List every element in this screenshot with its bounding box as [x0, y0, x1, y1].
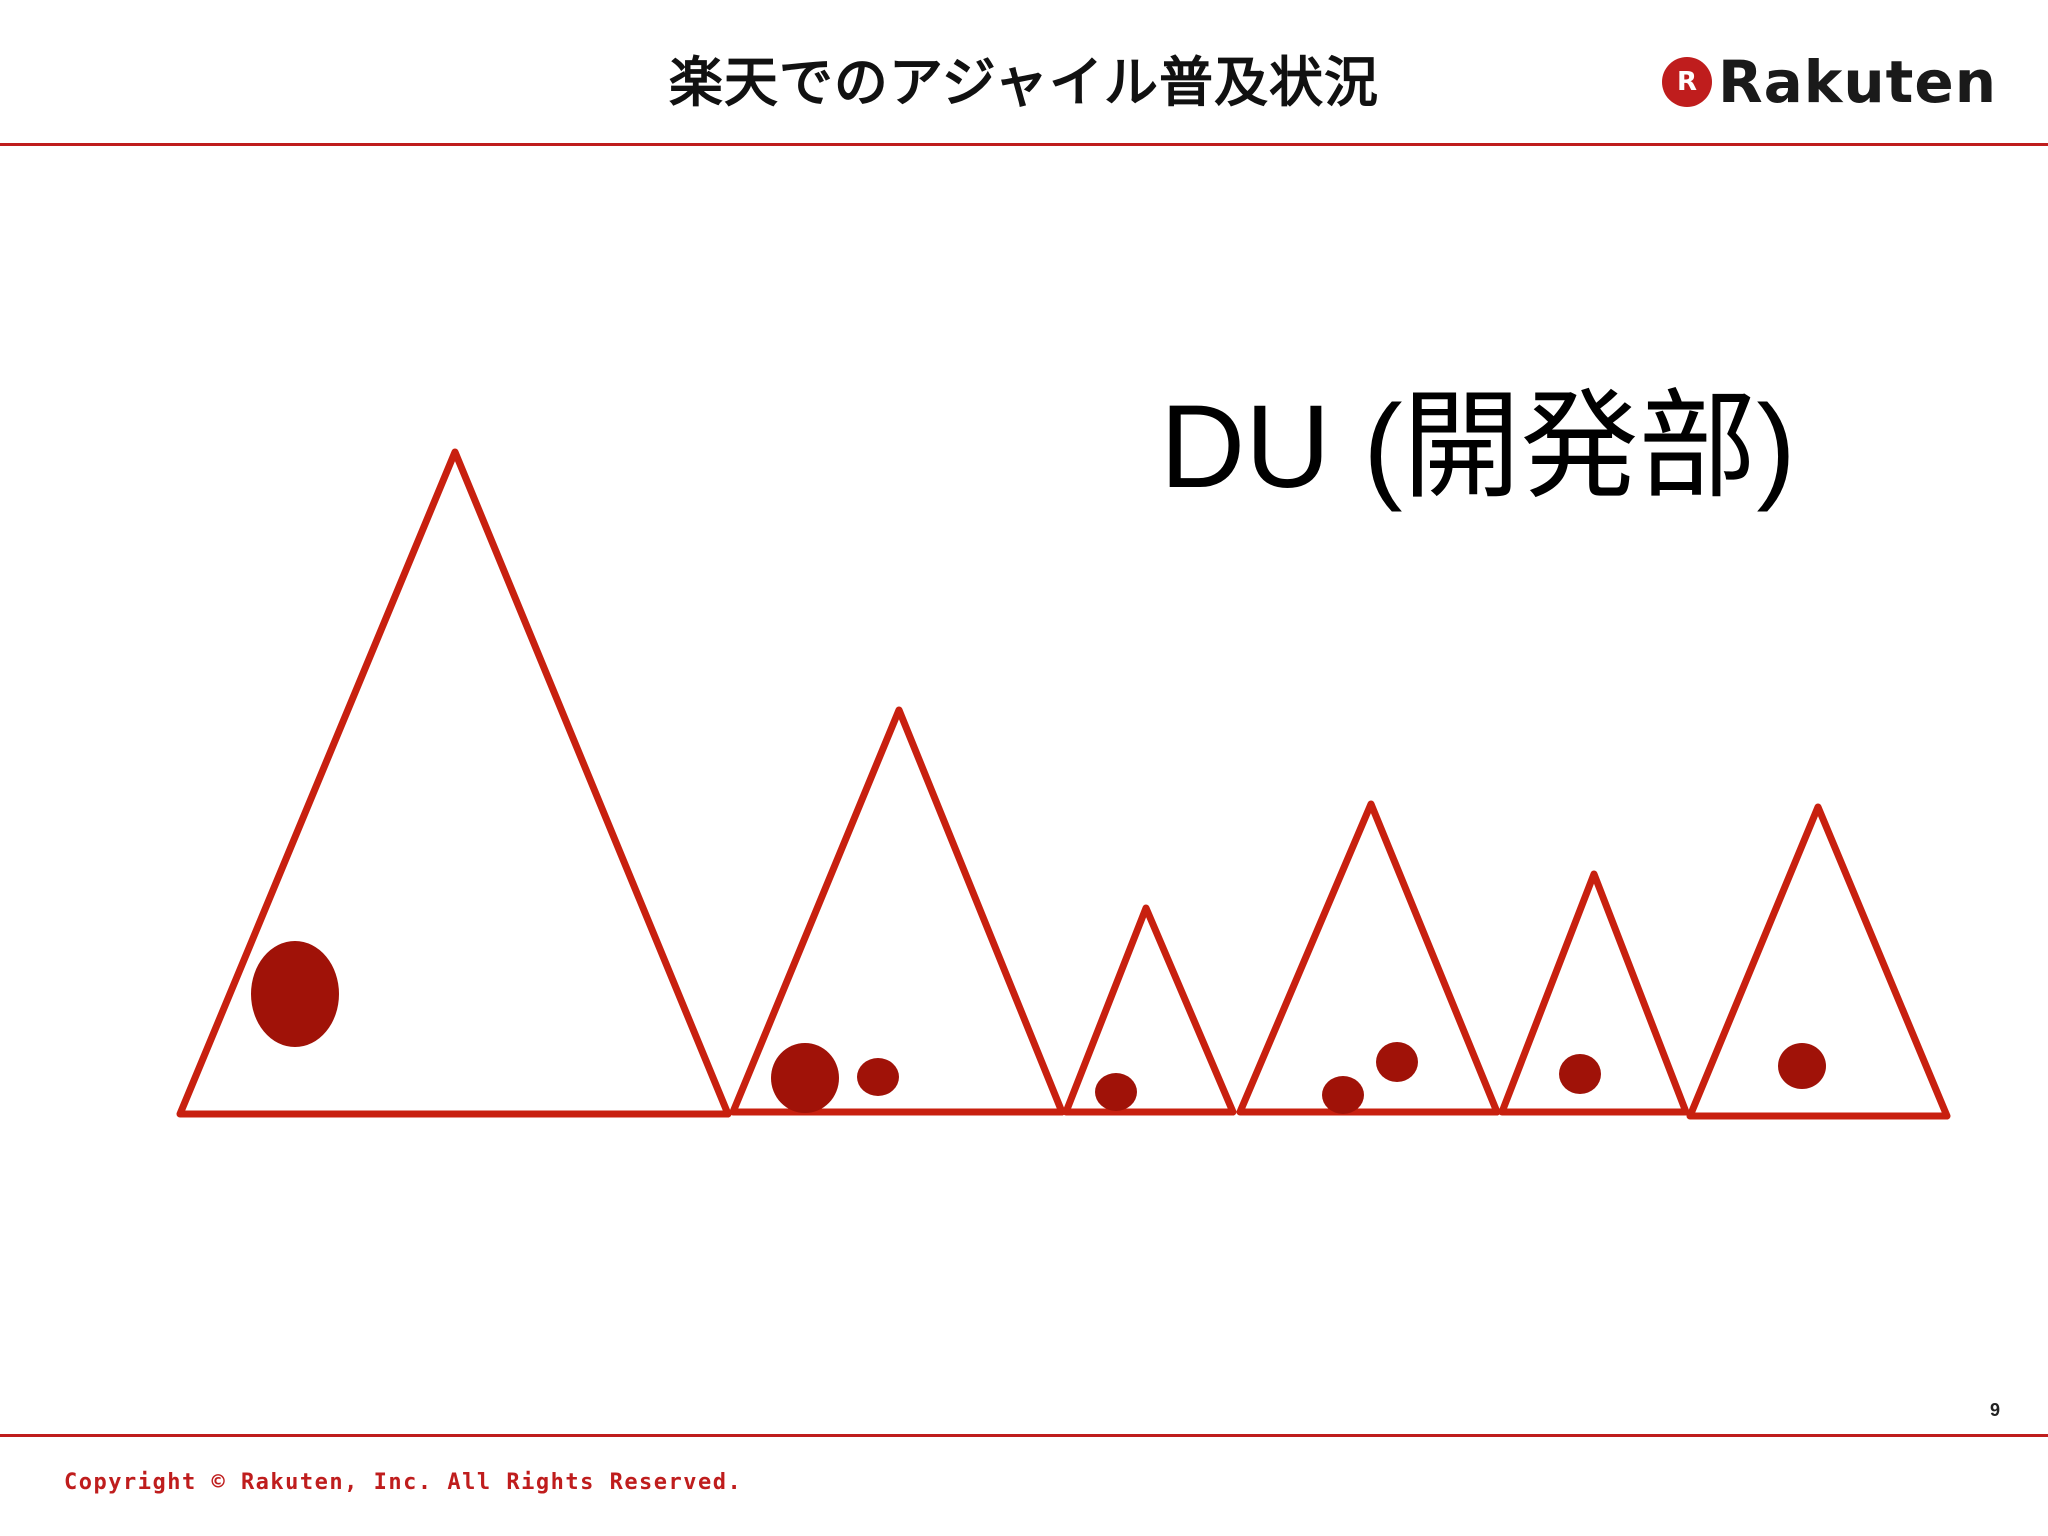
dot-1	[251, 941, 339, 1047]
footer-divider	[0, 1434, 2048, 1437]
logo-wordmark: Rakuten	[1718, 48, 1998, 116]
triangle-1	[176, 448, 732, 1118]
dot-3	[857, 1058, 899, 1096]
dot-8	[1778, 1043, 1826, 1089]
triangle-2	[729, 706, 1066, 1116]
dot-2	[771, 1043, 839, 1113]
page-number: 9	[1989, 1400, 2000, 1420]
triangle-6	[1686, 803, 1951, 1120]
dot-6	[1376, 1042, 1418, 1082]
copyright-notice: Copyright © Rakuten, Inc. All Rights Res…	[64, 1470, 743, 1495]
slide-title: 楽天でのアジャイル普及状況	[668, 51, 1380, 114]
dot-4	[1095, 1073, 1137, 1111]
triangle-3	[1062, 904, 1237, 1116]
triangle-4	[1236, 800, 1501, 1116]
diagram-label: DU (開発部)	[1160, 381, 1796, 513]
dot-7	[1559, 1054, 1601, 1094]
rakuten-logo: R Rakuten	[1662, 50, 1997, 114]
rakuten-r-icon: R	[1662, 57, 1712, 107]
triangle-5	[1498, 870, 1690, 1116]
header-divider	[0, 143, 2048, 146]
dot-5	[1322, 1076, 1364, 1114]
